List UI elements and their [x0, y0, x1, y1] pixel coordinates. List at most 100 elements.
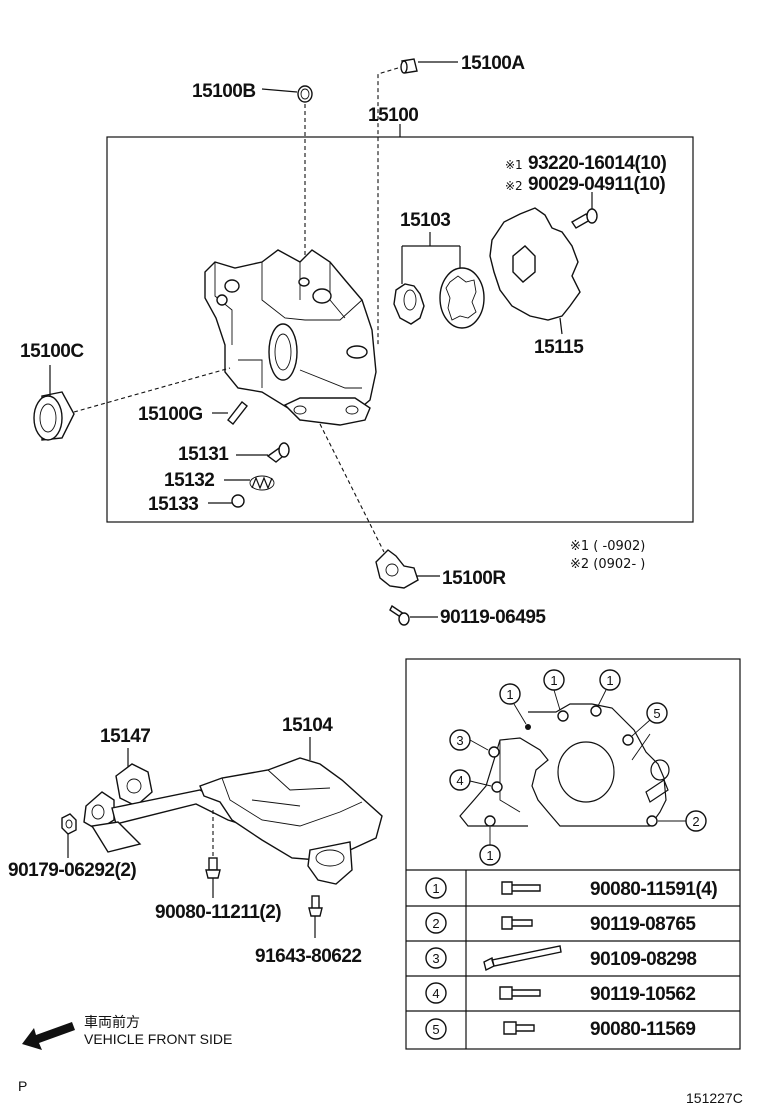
- bolt-location-dot: [646, 815, 658, 827]
- svg-text:4: 4: [456, 773, 463, 788]
- svg-text:1: 1: [550, 673, 557, 688]
- svg-text:2: 2: [692, 814, 699, 829]
- callout-4: 4: [449, 769, 492, 791]
- bolt-row-num: 1: [432, 881, 439, 896]
- bolt-location-dot: [622, 734, 634, 746]
- dash-15100C: [73, 367, 231, 413]
- part-15103-inner-rotor: [393, 283, 425, 325]
- label-90119-06495: 90119-06495: [440, 607, 546, 628]
- svg-text:1: 1: [486, 848, 493, 863]
- figure-code: 151227C: [686, 1090, 743, 1106]
- bolt-row-num: 5: [432, 1022, 439, 1037]
- part-91643-stud: [308, 895, 323, 917]
- part-cover-screw: [571, 208, 598, 229]
- part-15100R-sensor: [375, 549, 419, 589]
- svg-text:3: 3: [456, 733, 463, 748]
- label-alt-1: 93220-16014(10): [528, 153, 666, 174]
- leader-15115: [559, 317, 563, 335]
- bolt-icon: [499, 986, 541, 1000]
- bolt-location-dot: [590, 705, 602, 717]
- label-15133: 15133: [148, 494, 198, 515]
- callout-1c: 1: [597, 669, 621, 707]
- bolt-location-dot: [488, 746, 500, 758]
- bolt-location-dot: [525, 724, 531, 730]
- bolt-table-row: 1 90080-11591(4): [425, 877, 718, 900]
- part-15115-cover: [489, 207, 581, 321]
- callout-2: 2: [658, 810, 707, 832]
- label-15147: 15147: [100, 726, 150, 747]
- bolt-icon: [501, 881, 541, 895]
- bolt-row-num: 4: [432, 986, 439, 1001]
- bolt-location-dot: [484, 815, 496, 827]
- page-letter: P: [18, 1078, 27, 1094]
- leader-15100B: [261, 88, 298, 93]
- bolt-row-part: 90109-08298: [590, 949, 697, 970]
- bolt-table-row: 5 90080-11569: [425, 1018, 696, 1040]
- part-90179-nut: [61, 813, 77, 835]
- callout-1b: 1: [543, 669, 565, 711]
- footnote-1: ※1 ( -0902): [570, 539, 645, 554]
- part-15100A-plug: [400, 58, 418, 74]
- svg-text:1: 1: [506, 687, 513, 702]
- bolt-row-part: 90080-11591(4): [590, 879, 717, 900]
- part-15131-valve: [266, 442, 290, 463]
- bolt-detail-box: [405, 658, 741, 1050]
- callout-1d: 1: [479, 827, 501, 866]
- label-15100R: 15100R: [442, 568, 506, 589]
- part-15104-baffle: [199, 757, 383, 885]
- label-15104: 15104: [282, 715, 333, 736]
- callout-5: 5: [631, 702, 668, 737]
- label-90179: 90179-06292(2): [8, 860, 136, 881]
- bolt-table-row: 4 90119-10562: [425, 982, 696, 1005]
- footnote-2: ※2 (0902- ): [570, 557, 645, 572]
- part-15132-spring: [249, 475, 275, 491]
- bolt-row-part: 90080-11569: [590, 1019, 695, 1040]
- part-15147-gasket: [115, 763, 153, 807]
- bolt-location-dot: [557, 710, 569, 722]
- bolt-table: [406, 870, 740, 1049]
- label-15132: 15132: [164, 470, 214, 491]
- bolt-table-row: 3 90109-08298: [425, 945, 697, 972]
- part-strainer-pipe: [83, 789, 301, 853]
- label-15103: 15103: [400, 210, 450, 231]
- svg-text:5: 5: [653, 706, 660, 721]
- label-15100A: 15100A: [461, 53, 525, 74]
- part-15100B-oring: [297, 85, 313, 103]
- part-90119-06495-bolt: [389, 604, 410, 626]
- bolt-row-num: 3: [432, 951, 439, 966]
- bolt-icon: [483, 945, 562, 972]
- direction-jp: 車両前方: [84, 1014, 140, 1030]
- label-15100C: 15100C: [20, 341, 84, 362]
- detail-housing-outline: [459, 703, 670, 827]
- label-15100G: 15100G: [138, 404, 203, 425]
- bolt-icon: [501, 916, 533, 930]
- label-91643: 91643-80622: [255, 946, 362, 967]
- bolt-location-dot: [491, 781, 503, 793]
- vehicle-front-arrow-icon: [22, 1022, 75, 1050]
- callout-1a: 1: [499, 683, 527, 725]
- bolt-row-part: 90119-10562: [590, 984, 695, 1005]
- label-alt-2: 90029-04911(10): [528, 174, 665, 195]
- part-15133-plug: [231, 494, 245, 508]
- label-15131: 15131: [178, 444, 229, 465]
- part-oil-pump-housing: [204, 249, 377, 426]
- bolt-table-row: 2 90119-08765: [425, 912, 697, 935]
- part-15100C-seal: [33, 391, 75, 441]
- label-15100: 15100: [368, 105, 418, 126]
- mark-alt-1: ※1: [505, 158, 523, 172]
- bolt-icon: [503, 1021, 535, 1035]
- mark-alt-2: ※2: [505, 179, 523, 193]
- bolt-row-num: 2: [432, 916, 439, 931]
- label-15100B: 15100B: [192, 81, 256, 102]
- direction-en: VEHICLE FRONT SIDE: [84, 1031, 232, 1047]
- label-15115: 15115: [534, 337, 584, 358]
- dash-15100R: [319, 423, 385, 553]
- label-90080-11211: 90080-11211(2): [155, 902, 281, 923]
- svg-text:1: 1: [606, 673, 613, 688]
- part-15103-outer-rotor: [439, 267, 485, 329]
- callout-3: 3: [449, 729, 489, 751]
- part-15100G-stud: [227, 401, 248, 425]
- part-90080-11211-bolt: [205, 857, 221, 879]
- bolt-row-part: 90119-08765: [590, 914, 696, 935]
